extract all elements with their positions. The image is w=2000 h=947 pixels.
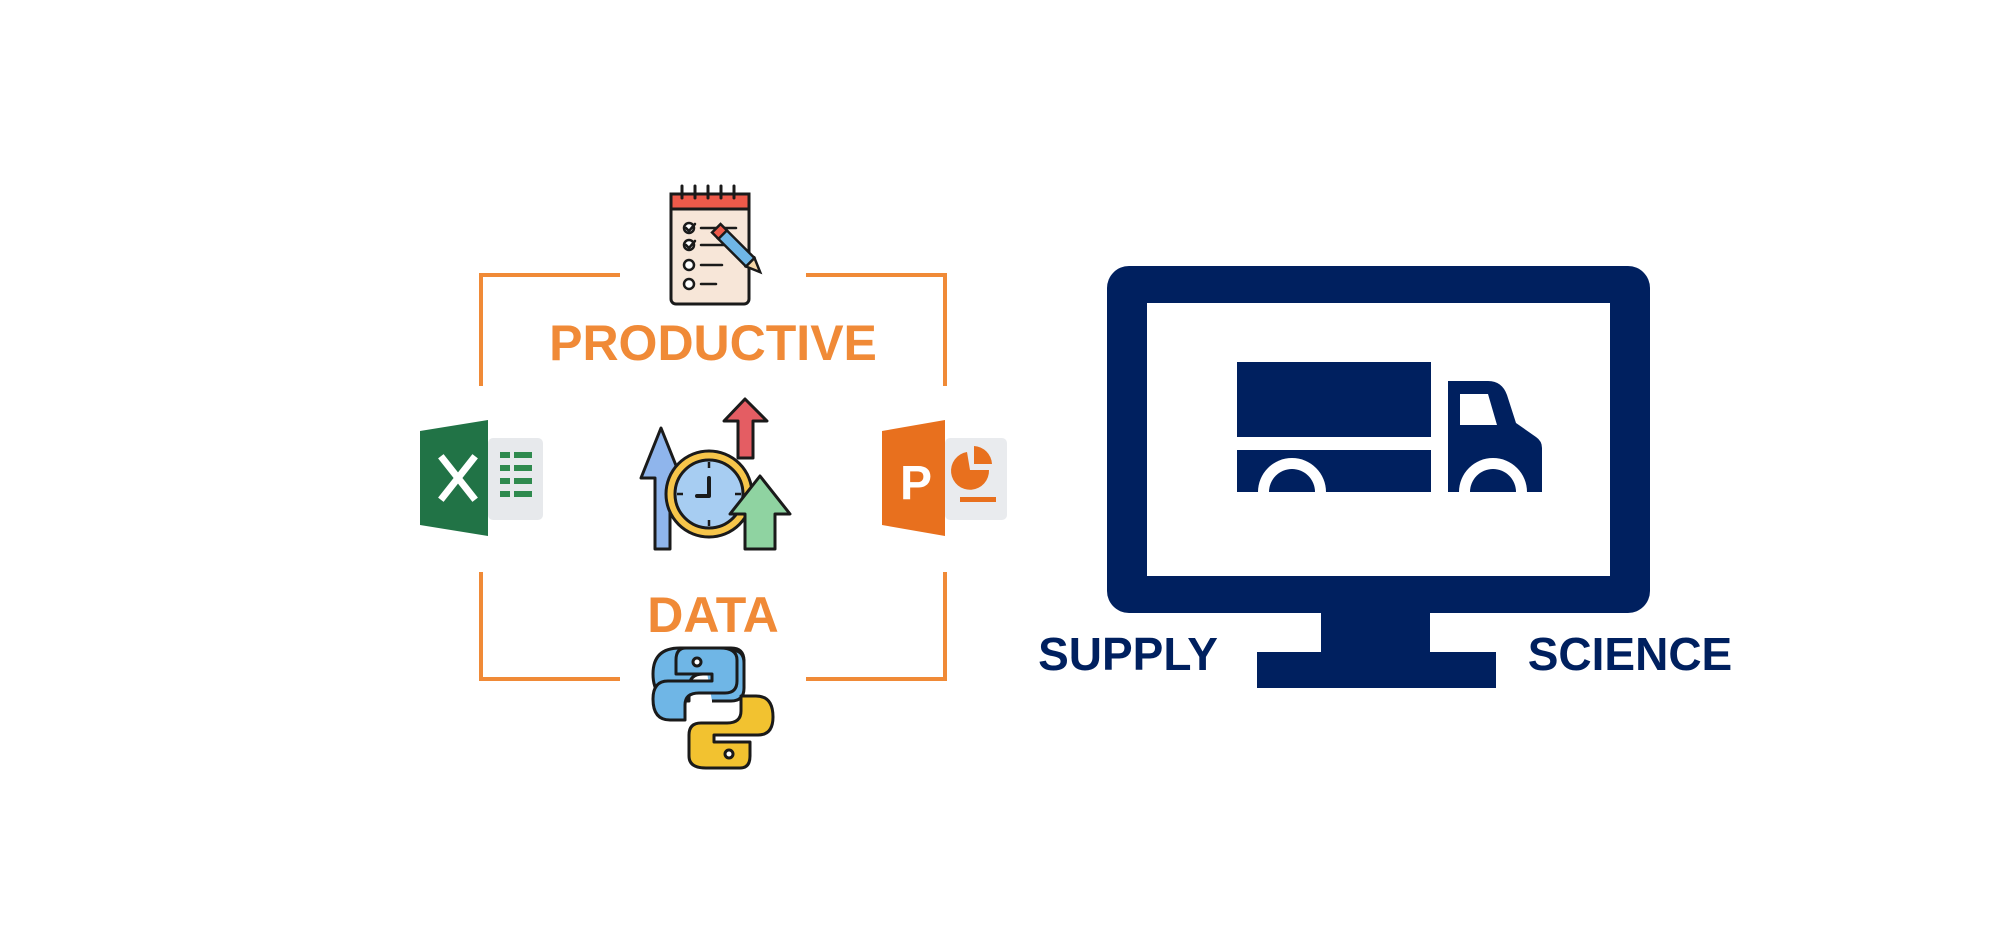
logo-word-science: SCIENCE (1528, 628, 1732, 680)
python-icon (651, 646, 775, 770)
logo-word-supply: SUPPLY (1038, 628, 1218, 680)
checklist-icon (669, 184, 763, 306)
orange-frame (479, 273, 947, 681)
productivity-icon (639, 397, 792, 551)
powerpoint-icon: P (882, 420, 1007, 536)
excel-icon (420, 420, 543, 536)
data-subtitle: DATA (647, 587, 778, 643)
truck-icon (1237, 362, 1542, 532)
svg-text:P: P (900, 457, 932, 510)
productive-title: PRODUCTIVE (549, 315, 877, 371)
supply-science-logo: SUPPLY SCIENCE (1038, 266, 1732, 688)
productive-data-panel: PRODUCTIVE DATA (420, 184, 1007, 770)
